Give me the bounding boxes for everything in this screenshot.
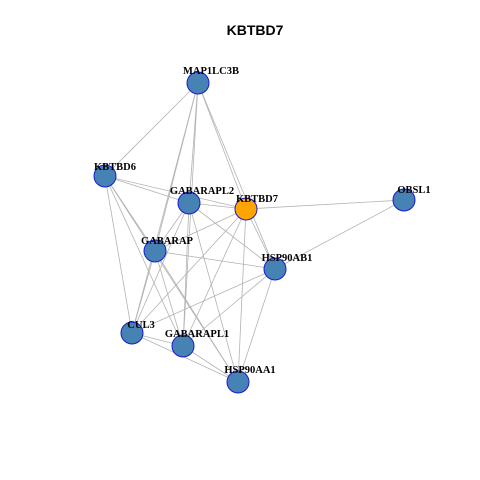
edge-hsp90ab1-gabarapl1 <box>182 268 276 347</box>
node-kbtbd7[interactable] <box>234 197 258 221</box>
edge-kbtbd7-obsl1 <box>245 199 405 210</box>
node-label-kbtbd6: KBTBD6 <box>94 162 136 173</box>
node-gabarapl2[interactable] <box>177 191 201 215</box>
node-layer <box>93 71 416 394</box>
node-map1lc3b[interactable] <box>186 71 210 95</box>
edge-obsl1-hsp90ab1 <box>274 199 405 270</box>
node-kbtbd6[interactable] <box>93 164 117 188</box>
edge-kbtbd7-gabarap <box>154 208 247 252</box>
edge-kbtbd7-gabarapl1 <box>182 208 247 347</box>
edge-gabarap-hsp90ab1 <box>154 250 276 270</box>
edge-map1lc3b-kbtbd7 <box>197 82 247 210</box>
edge-gabarap-gabarapl1 <box>154 250 184 347</box>
edge-kbtbd6-kbtbd7 <box>104 175 247 210</box>
edge-gabarapl2-hsp90aa1 <box>188 202 239 383</box>
node-hsp90ab1[interactable] <box>263 257 287 281</box>
edge-kbtbd6-cul3 <box>104 175 133 334</box>
edge-layer <box>104 82 405 383</box>
node-obsl1[interactable] <box>392 188 416 212</box>
node-label-hsp90aa1: HSP90AA1 <box>224 365 275 376</box>
edge-kbtbd7-cul3 <box>131 208 247 334</box>
edge-kbtbd6-gabarapl1 <box>104 175 184 347</box>
edge-map1lc3b-kbtbd6 <box>104 82 199 177</box>
edge-gabarapl2-cul3 <box>131 202 190 334</box>
edge-gabarap-cul3 <box>131 250 156 334</box>
edge-gabarap-hsp90aa1 <box>154 250 239 383</box>
node-label-obsl1: OBSL1 <box>397 185 430 196</box>
edge-cul3-hsp90aa1 <box>131 332 239 383</box>
edge-map1lc3b-cul3 <box>131 82 199 334</box>
node-label-gabarap: GABARAP <box>141 236 194 247</box>
node-gabarapl1[interactable] <box>171 334 195 358</box>
diagram-title: KBTBD7 <box>227 22 284 38</box>
edge-hsp90ab1-cul3 <box>131 268 276 334</box>
node-cul3[interactable] <box>120 321 144 345</box>
node-label-kbtbd7: KBTBD7 <box>236 194 278 205</box>
node-label-gabarapl2: GABARAPL2 <box>170 186 234 197</box>
node-label-map1lc3b: MAP1LC3B <box>183 66 239 77</box>
node-label-gabarapl1: GABARAPL1 <box>165 329 229 340</box>
node-label-cul3: CUL3 <box>127 320 154 331</box>
node-gabarap[interactable] <box>143 239 167 263</box>
edge-gabarapl2-hsp90ab1 <box>188 202 276 270</box>
edge-map1lc3b-gabarapl1 <box>182 82 199 347</box>
edge-kbtbd7-hsp90aa1 <box>237 208 247 383</box>
edge-map1lc3b-hsp90ab1 <box>197 82 276 270</box>
node-hsp90aa1[interactable] <box>226 370 250 394</box>
edge-kbtbd6-gabarapl2 <box>104 175 190 204</box>
node-label-hsp90ab1: HSP90AB1 <box>262 253 313 264</box>
edge-hsp90ab1-hsp90aa1 <box>237 268 276 383</box>
